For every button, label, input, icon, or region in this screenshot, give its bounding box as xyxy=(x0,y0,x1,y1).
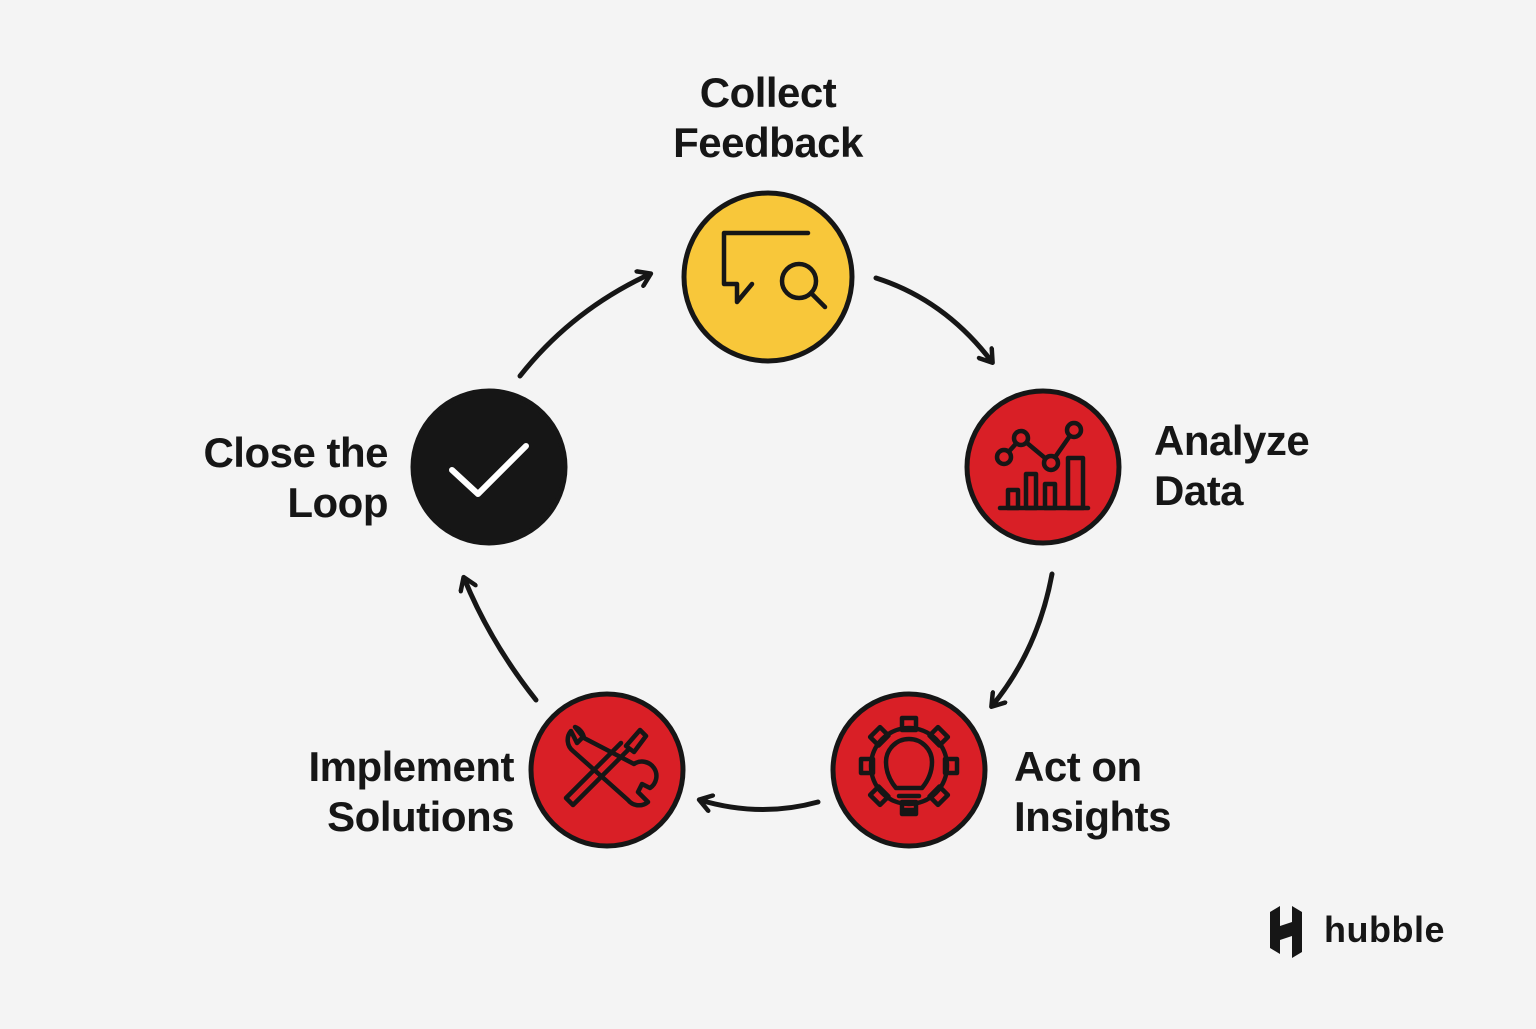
step-act-label: Act on Insights xyxy=(1014,742,1172,842)
arrow-act-to-implement xyxy=(700,800,821,810)
gear-lightbulb-icon xyxy=(858,715,960,817)
tools-icon xyxy=(563,724,659,808)
step-collect-line2: Feedback xyxy=(673,119,863,166)
step-collect-node xyxy=(681,190,855,364)
arrow-implement-to-close xyxy=(464,578,539,703)
arrow-collect-to-analyze xyxy=(873,275,992,362)
step-act-line2: Insights xyxy=(1014,793,1172,840)
step-close-line1: Close the xyxy=(203,429,388,476)
step-collect-line1: Collect xyxy=(699,69,837,116)
step-implement-node xyxy=(528,691,686,849)
brand-logo: hubble xyxy=(1268,900,1445,960)
arrow-analyze-to-act xyxy=(992,571,1055,706)
step-analyze-node xyxy=(964,388,1122,546)
step-implement-label: Implement Solutions xyxy=(214,742,514,842)
step-analyze-line2: Data xyxy=(1154,467,1244,514)
step-implement-line2: Solutions xyxy=(327,793,514,840)
step-act-node xyxy=(830,691,988,849)
checkmark-icon xyxy=(449,443,529,497)
hubble-logo-icon xyxy=(1270,906,1302,958)
chat-search-icon xyxy=(721,230,828,310)
arrow-close-to-collect xyxy=(517,274,650,379)
step-close-node xyxy=(410,388,568,546)
chart-icon xyxy=(994,420,1091,511)
step-close-label: Close the Loop xyxy=(88,428,388,528)
step-collect-label: Collect Feedback xyxy=(618,68,918,168)
step-implement-line1: Implement xyxy=(308,743,514,790)
step-analyze-line1: Analyze xyxy=(1154,417,1310,464)
brand-name: hubble xyxy=(1324,909,1445,950)
step-analyze-label: Analyze Data xyxy=(1154,416,1310,516)
step-close-line2: Loop xyxy=(287,479,388,526)
step-act-line1: Act on xyxy=(1014,743,1142,790)
